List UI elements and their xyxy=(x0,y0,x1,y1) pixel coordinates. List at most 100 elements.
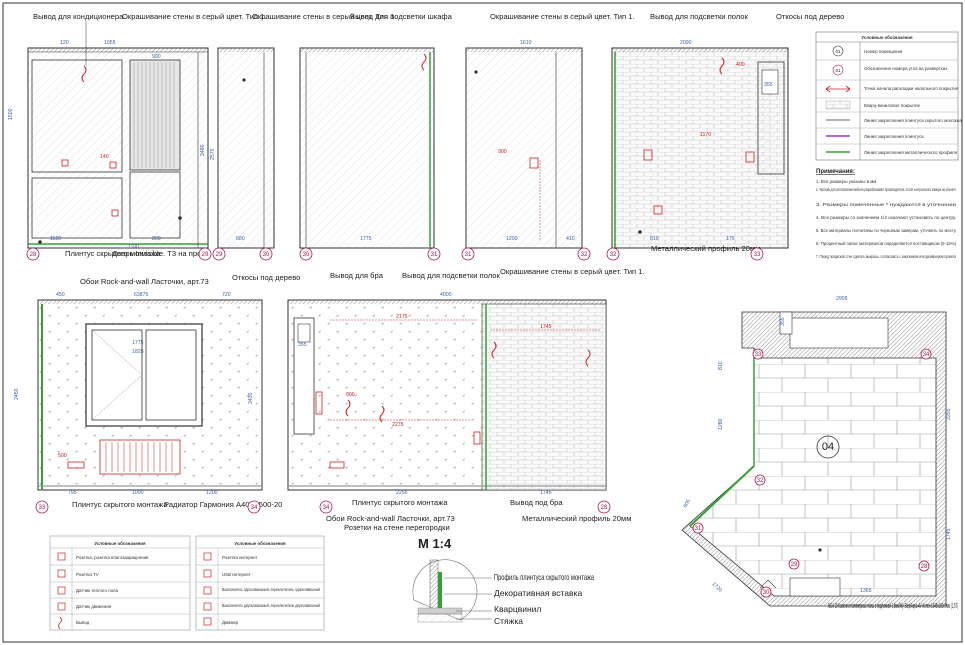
dim-355: 355 xyxy=(764,82,773,88)
label-rozetki-na-stene: Розетки на стене перегородки xyxy=(344,523,450,532)
legend-bottom-left xyxy=(49,535,191,631)
notes-title: Примечания: xyxy=(816,169,855,175)
axis-34b: 34 xyxy=(323,505,330,511)
door-invisible xyxy=(129,59,181,171)
axis-32: 32 xyxy=(581,252,588,258)
dim-1100: 1100 xyxy=(128,244,139,250)
note-6: 6. Процентный запас материалов определяе… xyxy=(816,241,957,246)
plan-axis-31: 31 xyxy=(695,526,702,532)
dim-120: 120 xyxy=(60,40,69,46)
room-number-circle xyxy=(816,435,840,459)
label-otkosy-2: Откосы под дерево xyxy=(232,273,300,282)
axis-29b-marker xyxy=(212,247,226,261)
note-5: 5. Все материалы посчитаны по черновым з… xyxy=(816,228,957,233)
axis-30b-marker xyxy=(299,247,313,261)
legend-bl-row-0: Розетка, розетка влагозащищенная xyxy=(76,555,149,560)
wall-elevation-31-32 xyxy=(465,47,583,249)
dim-900: 900 xyxy=(152,54,161,60)
axis-31-marker xyxy=(427,247,441,261)
dim-1610: 1610 xyxy=(520,40,532,46)
legend-bl-row-3: Датчик движения xyxy=(76,604,112,609)
legend-bottom-mid xyxy=(195,535,325,631)
note-1: 1. Все размеры указаны в мм xyxy=(816,179,876,184)
axis-30b: 30 xyxy=(303,252,310,258)
plan-axis-34: 34 xyxy=(923,352,930,358)
label-vyvod-bra: Вывод для бра xyxy=(330,271,384,280)
label-oboi-2: Обои Rock-and-wall Ласточки, арт.73 xyxy=(326,514,455,523)
dim-2256: 2256 xyxy=(396,490,408,496)
label-okrashivanie-1: Окрашивание стены в серый цвет. Тип 1. xyxy=(122,12,267,21)
axis-31b: 31 xyxy=(465,252,472,258)
label-vyvod-podsvetki-shkafa: Вывод для подсветки шкафа xyxy=(350,12,453,21)
axis-29-marker xyxy=(198,247,212,261)
dim-680: 680 xyxy=(236,236,245,242)
plan-axis-markers xyxy=(692,348,932,598)
dim-900-b: 900 xyxy=(498,149,507,155)
doorway-slope xyxy=(293,317,315,435)
axis-33: 33 xyxy=(754,252,761,258)
axis-28b-marker xyxy=(597,500,611,514)
label-metal-profile-1: Металлический профиль 20мм xyxy=(651,244,760,253)
wall-elevation-33-34 xyxy=(37,299,263,491)
dim-1745: 1745 xyxy=(540,324,552,330)
detail-label-0: Профиль плинтуса скрытого монтажа xyxy=(494,572,594,582)
legend-top-sym-1: 01 xyxy=(835,68,841,73)
dim-800-b: 800 xyxy=(346,392,355,398)
label-okrashivanie-4: Окрашивание стены в серый цвет. Тип 1. xyxy=(500,267,645,276)
axis-28b: 28 xyxy=(601,505,608,511)
dim-1365: 1365 xyxy=(860,588,872,594)
dim-410: 410 xyxy=(566,236,575,242)
dim-1775: 1775 xyxy=(360,236,372,242)
plan-axis-29: 29 xyxy=(791,562,798,568)
detail-skirting xyxy=(412,559,492,623)
plan-axis-33: 33 xyxy=(755,352,762,358)
label-otkosy-1: Откосы под дерево xyxy=(776,12,844,21)
label-door-invisible: Дверь Invisible. Т3 на проем П3. xyxy=(112,249,225,258)
plan-axis-32: 32 xyxy=(757,478,764,484)
label-vyvod-polok-2: Вывод для подсветки полок xyxy=(402,271,501,280)
wall-elevation-34-28 xyxy=(287,299,607,491)
dim-63875: 63875 xyxy=(134,292,149,298)
dim-810-plan: 810 xyxy=(718,361,724,370)
dim-1825: 1825 xyxy=(132,349,144,355)
floor-note: MSA 15 Каменно-полимерные полы с подложк… xyxy=(828,601,958,610)
axis-30: 30 xyxy=(263,252,270,258)
legend-bl-row-1: Розетка TV xyxy=(76,572,99,577)
note-3: 3. Размеры помеченные * нуждаются в уточ… xyxy=(816,202,957,207)
dim-2090: 2090 xyxy=(680,40,692,46)
dim-2430: 2430 xyxy=(248,392,254,404)
dim-2175: 2175 xyxy=(396,314,408,320)
dim-1280: 810 xyxy=(650,236,659,242)
axis-31: 31 xyxy=(431,252,438,258)
dim-2450: 2450 xyxy=(14,388,20,400)
axis-29b: 29 xyxy=(216,252,223,258)
label-radiator: Радиатор Гармония А40-2-500-20 xyxy=(164,500,282,509)
label-oboi-1: Обои Rock-and-wall Ласточки, арт.73 xyxy=(80,277,209,286)
label-plintus-3: Плинтус скрытого монтажа xyxy=(352,498,448,507)
axis-33-marker xyxy=(750,247,764,261)
axis-34: 34 xyxy=(251,505,258,511)
label-plintus-1: Плинтус скрытого монтажа xyxy=(65,249,161,258)
dim-355-b: 355 xyxy=(298,342,307,348)
legend-top xyxy=(815,31,959,161)
note-7: 7. Перед покраской стен сделать выкрасы,… xyxy=(816,254,956,259)
legend-bl-row-2: Датчик теплого пола xyxy=(76,588,118,593)
dim-805: 805 xyxy=(683,498,693,509)
dim-2255: 2255 xyxy=(946,408,952,420)
legend-top-title: Условные обозначения xyxy=(861,35,913,40)
floor-plan-room-04 xyxy=(681,311,947,607)
dim-1170: 1170 xyxy=(700,132,711,138)
axis-33b-marker xyxy=(35,500,49,514)
label-vyvod-podsvetki-polok: Вывод для подсветки полок xyxy=(650,12,749,21)
legend-top-row-3: Кварц-виниловое покрытие xyxy=(864,103,921,108)
dim-1120: 1120 xyxy=(50,236,61,242)
wall-elevation-29-28 xyxy=(27,47,209,249)
axis-34b-marker xyxy=(319,500,333,514)
axis-30-marker xyxy=(259,247,273,261)
label-plintus-2: Плинтус скрытого монтажа xyxy=(72,500,168,509)
dim-1280-plan: 1280 xyxy=(718,418,724,430)
dim-810: 175 xyxy=(726,236,735,242)
label-okrashivanie-3: Окрашивание стены в серый цвет. Тип 1. xyxy=(490,12,635,21)
dim-1500: 1500 xyxy=(8,108,14,120)
dim-720: 720 xyxy=(222,292,231,298)
